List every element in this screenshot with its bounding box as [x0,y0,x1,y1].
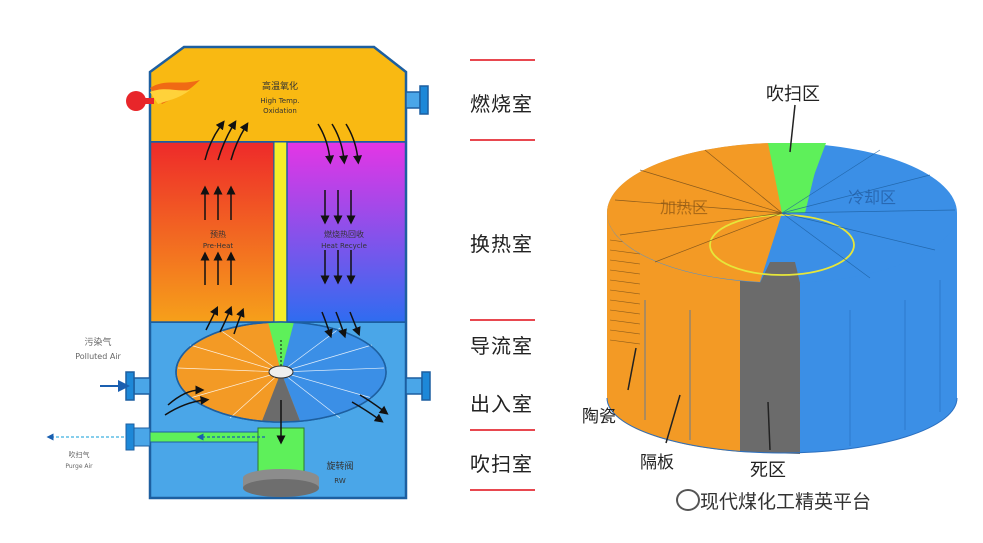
zone-label-diversion: 导流室 [470,334,533,358]
inlet-nozzle [125,371,151,401]
combustion-en-label-2: Oxidation [263,107,297,115]
top-nozzle [405,85,429,115]
rw-cn-label: 旋转阀 [326,462,354,472]
combustion-cn-label: 高温氧化 [261,82,298,92]
zone-label-in-out: 出入室 [470,392,533,416]
recycle-cn-label: 燃烧热回收 [324,230,364,239]
preheat-cn-label: 预热 [210,230,226,239]
recycle-en-label: Heat Recycle [321,242,367,250]
rotary-disk-3d [606,104,958,454]
purge-cn-label: 吹扫气 [68,451,90,459]
burner-flame-icon [126,80,200,111]
disk-label-purge: 吹扫区 [766,84,820,105]
wechat-icon [676,489,700,511]
outlet-nozzle [405,371,431,401]
zone-label-combustion: 燃烧室 [470,92,533,116]
rw-en-label: RW [334,477,346,485]
watermark: 现代煤化工精英平台 [700,491,872,513]
zone-label-heat-exchange: 换热室 [470,232,533,256]
zone-label-purge: 吹扫室 [470,452,533,476]
polluted-en-label: Polluted Air [75,352,121,361]
zone-separators [470,59,535,491]
disk-label-ceramic: 陶瓷 [582,407,616,427]
flow-arrows [164,120,389,423]
combustion-section [149,46,407,143]
tower-disk [175,321,387,445]
combustion-en-label-1: High Temp. [260,97,300,105]
disk-label-separator: 隔板 [640,453,674,473]
rto-tower [46,45,431,500]
divider [273,141,288,323]
disk-label-cooling: 冷却区 [848,188,897,207]
polluted-cn-label: 污染气 [84,338,112,348]
recycle-section [286,141,407,323]
preheat-en-label: Pre-Heat [202,242,234,250]
disk-label-preheat: 加热区 [660,198,709,217]
purge-en-label: Purge Air [65,463,93,470]
disk-label-dead-zone: 死区 [750,460,786,481]
